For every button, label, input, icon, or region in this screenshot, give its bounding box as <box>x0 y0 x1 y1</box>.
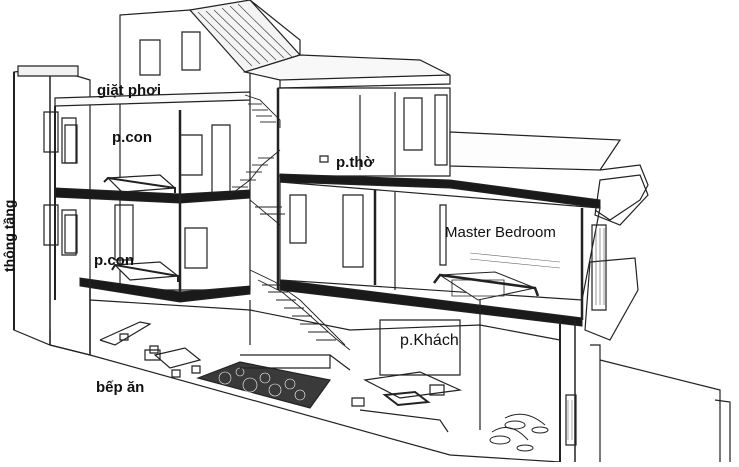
stove <box>145 350 160 360</box>
front-porch <box>590 345 600 462</box>
window <box>404 98 422 150</box>
floor-slab-ground-left <box>80 278 250 302</box>
label-altar-room: p.thờ <box>336 154 375 171</box>
door <box>343 195 363 267</box>
label-drying-room: giặt phơi <box>97 82 161 99</box>
balcony-door <box>592 225 606 310</box>
right-roof-slab <box>450 132 620 170</box>
window <box>182 32 200 70</box>
lightwell-roof <box>18 66 78 76</box>
partition <box>380 320 460 375</box>
window <box>290 195 306 243</box>
gate-pillar <box>566 395 576 445</box>
window <box>44 112 58 152</box>
window <box>44 205 58 245</box>
door <box>115 205 133 260</box>
indoor-garden <box>198 362 330 408</box>
ground-floor-back-wall <box>90 300 560 340</box>
window <box>65 125 77 163</box>
window <box>65 215 77 253</box>
floor-slab-upper-left <box>55 92 250 106</box>
kitchen-counter <box>100 322 150 345</box>
staircase-upper <box>230 95 280 195</box>
armchair <box>430 385 444 395</box>
main-roof <box>245 55 450 80</box>
window <box>180 135 202 175</box>
staircase-lower <box>250 200 350 350</box>
label-kitchen: bếp ăn <box>96 379 145 396</box>
mid-balcony <box>585 258 638 340</box>
chair <box>192 366 200 373</box>
label-light-well: thông tầng <box>1 199 17 272</box>
window <box>140 40 160 75</box>
lightwell-tower <box>14 68 90 355</box>
wall-edge <box>440 205 446 265</box>
label-kids-room-lower: p.con <box>94 252 134 269</box>
armchair <box>352 398 364 406</box>
label-master-bedroom: Master Bedroom <box>445 224 556 241</box>
window <box>62 210 76 255</box>
door <box>212 125 230 195</box>
label-living-room: p.Khách <box>400 332 459 349</box>
dining-table <box>155 348 200 368</box>
upper-balcony <box>595 175 648 225</box>
chair <box>172 370 180 377</box>
chair <box>150 346 158 353</box>
coffee-table <box>385 392 428 405</box>
sofa <box>365 372 460 398</box>
altar-item <box>320 156 328 162</box>
motorbike <box>504 414 549 434</box>
motorbike <box>489 428 534 452</box>
label-kids-room-upper: p.con <box>112 129 152 146</box>
door <box>435 95 447 165</box>
floor-slab-middle-right <box>280 280 582 326</box>
floor-slab-upper-right <box>280 174 600 208</box>
window <box>185 228 207 268</box>
